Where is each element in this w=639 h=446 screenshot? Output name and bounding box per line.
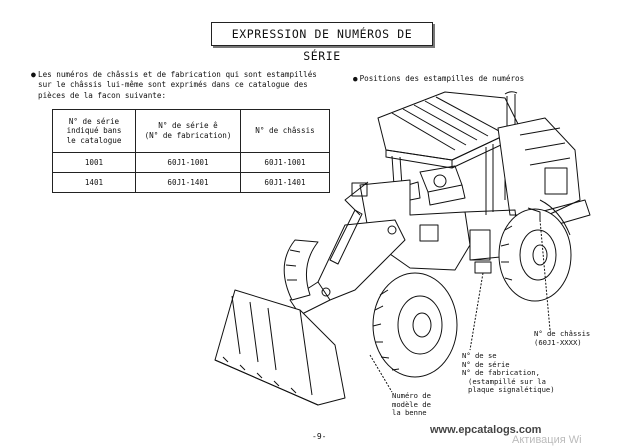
- intro-line: Les numéros de châssis et de fabrication…: [38, 70, 317, 79]
- watermark: www.epcatalogs.com: [430, 424, 542, 436]
- serial-plate: [474, 261, 492, 274]
- front-wheel-left: [372, 272, 458, 378]
- bucket-model-callout: Numéro de modèle de la benne: [392, 391, 431, 418]
- stamp-positions-heading: ●Positions des estampilles de numéros: [353, 74, 524, 84]
- bullet-icon: ●: [353, 74, 358, 83]
- table-row: 1001 60J1-1001 60J1-1001: [52, 152, 330, 173]
- front-wheel-right: [283, 239, 319, 301]
- header-chassis-number: N° de châssis: [240, 109, 330, 153]
- intro-paragraph: ● Les numéros de châssis et de fabricati…: [31, 70, 338, 101]
- rear-wheel: [498, 208, 572, 302]
- chassis-number-callout: N° de châssis (60J1-XXXX): [534, 329, 591, 347]
- rear-wheel-right: [539, 199, 571, 236]
- table-row: 1401 60J1-1401 60J1-1401: [52, 172, 330, 193]
- cab-roof: [377, 91, 521, 169]
- page-number: -9-: [312, 432, 327, 441]
- page-title: EXPRESSION DE NUMÉROS DE SÉRIE: [211, 22, 433, 63]
- engine-hood: [497, 117, 591, 229]
- exhaust-stack: [504, 91, 518, 130]
- bucket: [214, 289, 346, 406]
- watermark-overlay: Активация Wi: [512, 434, 582, 446]
- operator-seat: [407, 165, 466, 206]
- stamp-positions-text: Positions des estampilles de numéros: [359, 74, 525, 83]
- header-catalogue-serial: N° de série indiqué bans le catalogue: [52, 109, 136, 153]
- bullet-icon: ●: [31, 70, 36, 79]
- intro-line: sur le châssis lui-même sont exprimés da…: [38, 80, 308, 90]
- leader-lines: [369, 219, 551, 393]
- serial-number-table: N° de série indiqué bans le catalogue N°…: [52, 109, 330, 193]
- table-header-row: N° de série indiqué bans le catalogue N°…: [52, 109, 330, 153]
- chassis-stamp-marker: [527, 207, 541, 220]
- tilt-cylinder: [329, 181, 369, 265]
- table-cell: 60J1-1401: [240, 172, 330, 193]
- intro-line: pièces de la facon suivante:: [38, 90, 167, 100]
- serial-number-callout: N° de se N° de série N° de fabrication, …: [462, 351, 555, 395]
